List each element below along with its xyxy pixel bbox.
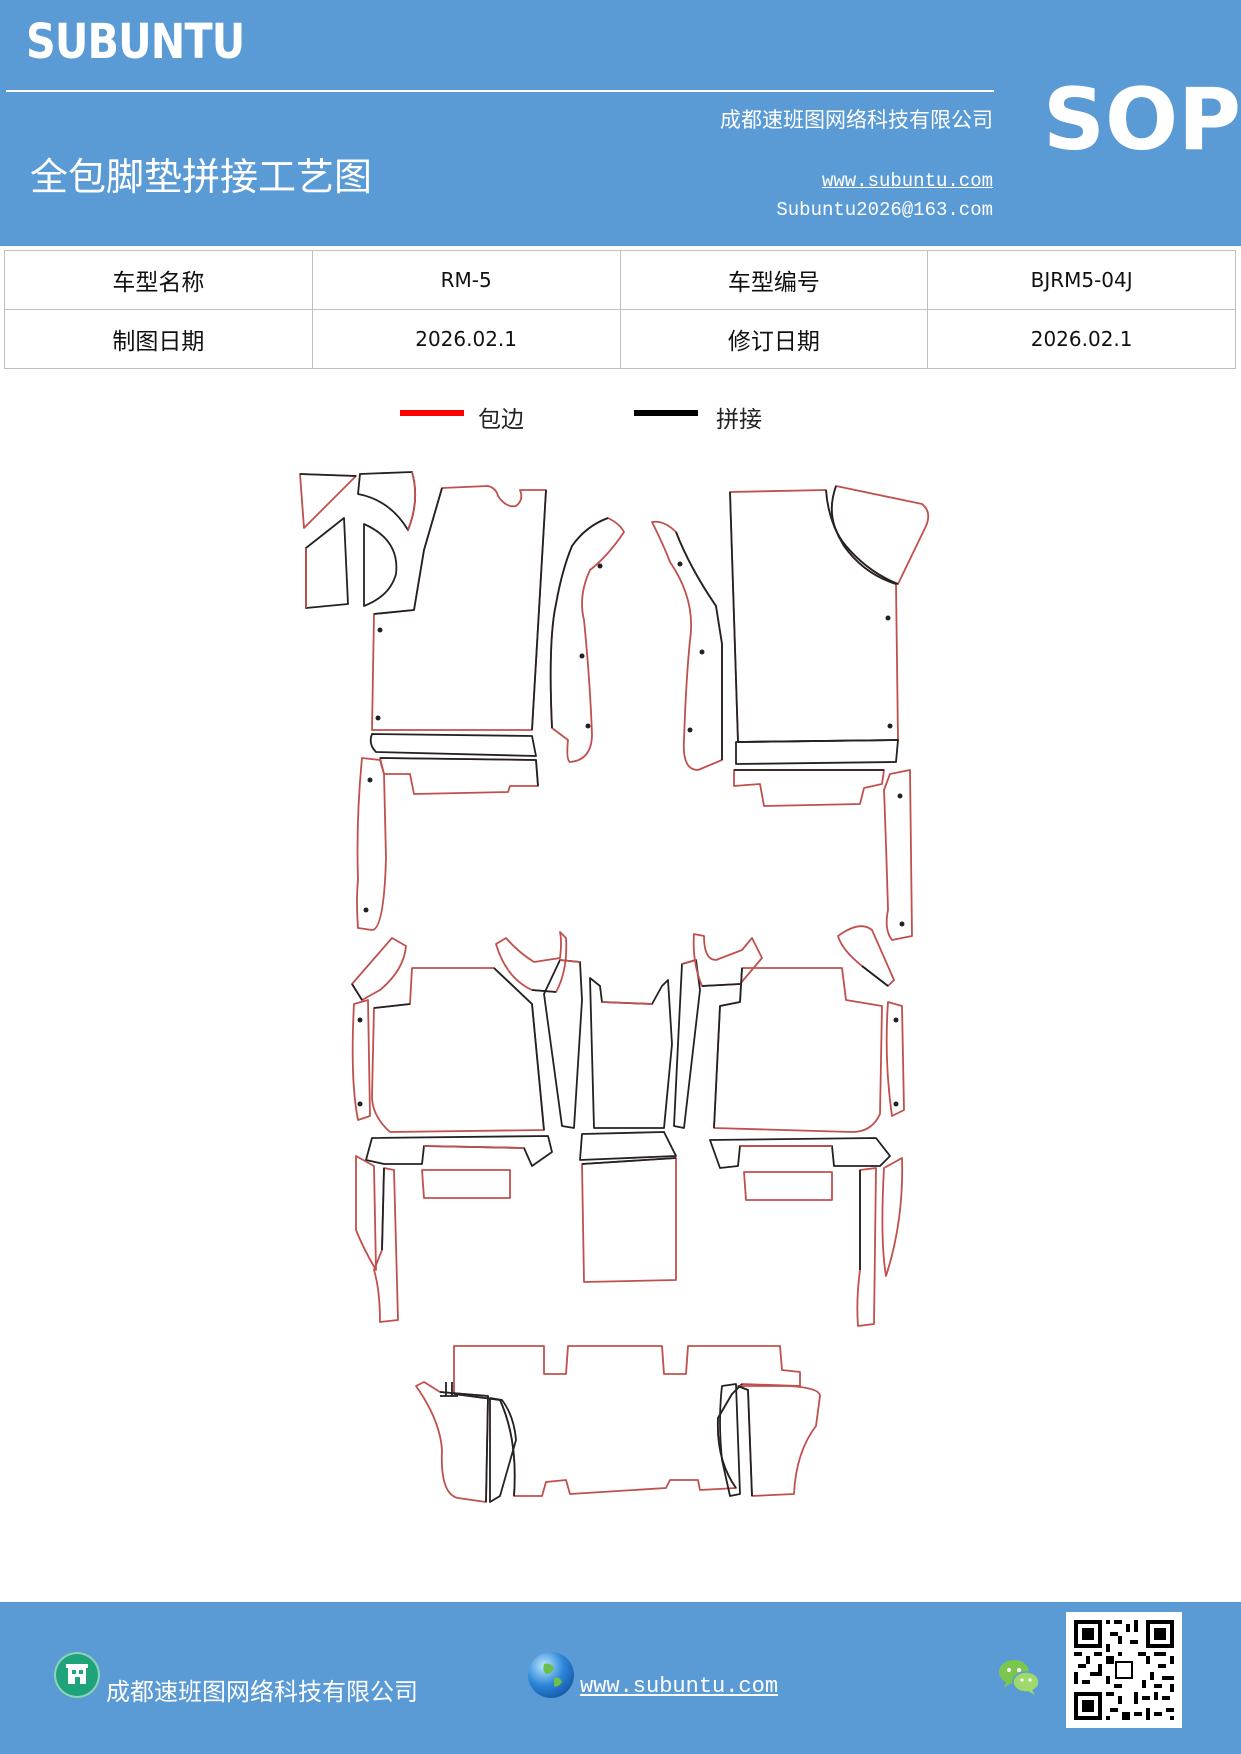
mat-piece [363, 523, 398, 607]
table-row: 车型名称 RM-5 车型编号 BJRM5-04J [4, 250, 1236, 310]
draw-date-label: 制图日期 [4, 309, 313, 369]
mat-piece [355, 1155, 399, 1323]
mat-piece [581, 1157, 677, 1283]
model-name-value: RM-5 [311, 250, 621, 310]
header-website-link[interactable]: www.subuntu.com [821, 170, 993, 192]
model-code-label: 车型编号 [619, 250, 929, 310]
mat-piece [453, 1345, 801, 1497]
legend-edge: 包边 [400, 400, 560, 440]
mat-piece [369, 733, 539, 795]
globe-icon [528, 1652, 574, 1698]
mat-piece [365, 1135, 553, 1199]
mat-piece [579, 1131, 677, 1161]
mat-piece [729, 489, 899, 743]
header-divider [6, 90, 994, 92]
header-company: 成都速班图网络科技有限公司 [720, 108, 993, 132]
mat-piece [371, 967, 545, 1133]
mat-piece [589, 977, 673, 1129]
mat-piece [651, 520, 723, 771]
legend-seam-swatch [634, 410, 698, 416]
legend-seam: 拼接 [634, 400, 794, 440]
mat-piece [883, 769, 913, 941]
mat-piece [495, 931, 568, 993]
brand-logo: SUBUNTU [26, 14, 245, 70]
mat-piece [709, 1137, 891, 1201]
mat-piece [415, 1381, 489, 1503]
draw-date-value: 2026.02.1 [311, 309, 621, 369]
info-table: 车型名称 RM-5 车型编号 BJRM5-04J 制图日期 2026.02.1 … [4, 250, 1236, 369]
mat-piece [351, 999, 371, 1121]
mat-piece [837, 925, 895, 987]
mat-piece [692, 933, 763, 987]
page-header: SUBUNTU 成都速班图网络科技有限公司 全包脚垫拼接工艺图 www.subu… [0, 0, 1241, 246]
mat-piece [357, 471, 417, 531]
header-email: Subuntu2026@163.com [776, 199, 993, 221]
page-footer: 成都速班图网络科技有限公司 www.subuntu.com [0, 1602, 1241, 1754]
mat-piece [885, 1001, 905, 1117]
model-code-value: BJRM5-04J [927, 250, 1236, 310]
wechat-icon[interactable] [996, 1654, 1042, 1700]
legend-edge-label: 包边 [478, 407, 524, 433]
qr-code [1066, 1612, 1182, 1728]
mat-piece [356, 757, 387, 931]
mat-piece [440, 1382, 517, 1503]
table-row: 制图日期 2026.02.1 修订日期 2026.02.1 [4, 309, 1236, 369]
mat-piece [856, 1157, 904, 1327]
mat-piece [351, 937, 407, 1001]
mat-piece [733, 739, 899, 807]
mat-piece [830, 485, 930, 585]
sop-badge: SOP [1043, 70, 1241, 170]
document-title: 全包脚垫拼接工艺图 [30, 155, 373, 199]
footer-company: 成都速班图网络科技有限公司 [106, 1678, 418, 1706]
building-icon [54, 1652, 100, 1698]
mat-piece [299, 473, 357, 529]
legend-edge-swatch [400, 410, 464, 416]
model-name-label: 车型名称 [4, 250, 313, 310]
footer-website-link[interactable]: www.subuntu.com [580, 1674, 779, 1699]
mat-piece [713, 967, 883, 1133]
mat-piece [371, 485, 547, 731]
revise-date-label: 修订日期 [619, 309, 929, 369]
mat-piece [719, 1383, 821, 1497]
mat-piece [673, 959, 701, 1129]
mat-piece [305, 517, 349, 609]
revise-date-value: 2026.02.1 [927, 309, 1236, 369]
mat-piece [549, 517, 625, 763]
mat-piece [543, 959, 583, 1129]
legend-seam-label: 拼接 [716, 407, 762, 433]
